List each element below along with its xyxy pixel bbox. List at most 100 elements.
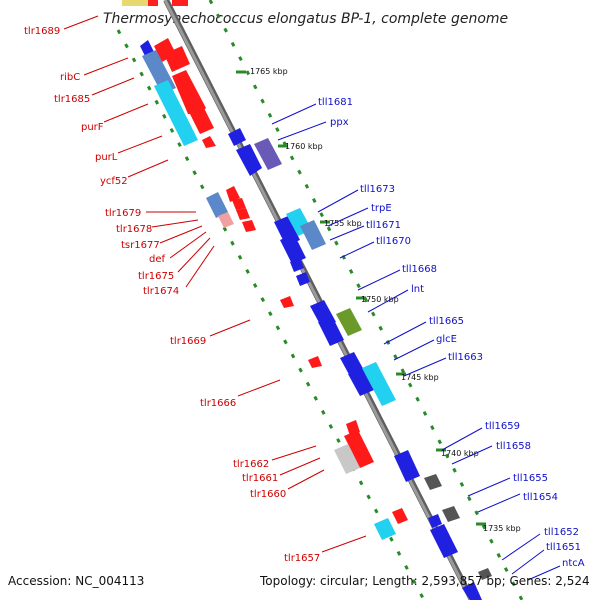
- gene-feature: [424, 474, 442, 490]
- leader-line: [127, 159, 169, 178]
- gene-feature: [226, 186, 240, 202]
- gene-label: tll1659: [485, 421, 520, 432]
- gene-feature: [430, 524, 458, 558]
- gene-feature: [362, 362, 396, 406]
- leader-line: [393, 339, 435, 361]
- gene-feature: [300, 220, 326, 250]
- gene-feature: [154, 80, 198, 146]
- leader-line: [287, 469, 325, 490]
- gene-feature: [148, 0, 158, 6]
- leader-line: [357, 269, 401, 291]
- gene-feature: [218, 212, 234, 228]
- gene-label: purL: [95, 152, 118, 163]
- leader-line: [91, 77, 135, 96]
- gene-label: tlr1685: [54, 94, 90, 105]
- leader-line: [237, 379, 281, 397]
- gene-feature: [228, 128, 246, 146]
- gene-label: ribC: [60, 72, 80, 83]
- gene-label: tll1671: [366, 220, 401, 231]
- gene-label: ppx: [330, 117, 349, 128]
- gene-feature: [280, 296, 294, 308]
- forward-gene-features: [228, 128, 492, 600]
- leader-line: [169, 231, 207, 259]
- gene-feature: [182, 92, 214, 134]
- leader-line: [339, 241, 375, 259]
- genome-title: Thermosynechococcus elongatus BP-1, comp…: [103, 11, 508, 27]
- leader-line: [451, 445, 493, 465]
- gene-label: tlr1675: [138, 271, 174, 282]
- kbp-label: 1745 kbp: [401, 373, 439, 382]
- leader-line: [103, 103, 149, 123]
- gene-feature: [232, 198, 246, 210]
- gene-feature: [308, 356, 322, 368]
- kbp-markers: 1765 kbp 1760 kbp 1755 kbp 1750 kbp 1745…: [236, 67, 521, 533]
- leader-line: [329, 225, 365, 241]
- gene-label: tll1658: [496, 441, 531, 452]
- kbp-label: 1755 kbp: [324, 219, 362, 228]
- gene-label: tlr1674: [143, 286, 179, 297]
- leader-line: [159, 225, 203, 244]
- gene-label: tsr1677: [121, 240, 160, 251]
- gene-feature: [442, 506, 460, 522]
- leader-line: [63, 15, 99, 30]
- kbp-label: 1750 kbp: [361, 295, 399, 304]
- gene-feature: [202, 136, 216, 148]
- gene-label: tll1668: [402, 264, 437, 275]
- leader-line: [527, 565, 561, 581]
- leader-line: [477, 493, 521, 513]
- gene-feature: [296, 272, 310, 286]
- leader-line: [279, 457, 321, 476]
- topology-text: Topology: circular; Length: 2,593,857 bp…: [260, 574, 590, 588]
- gene-label: tll1655: [513, 473, 548, 484]
- gene-feature: [374, 518, 396, 540]
- gene-label: tlr1660: [250, 489, 286, 500]
- guide-lines: [116, 0, 524, 600]
- gene-label: tll1663: [448, 352, 483, 363]
- gene-label: tll1681: [318, 97, 353, 108]
- gene-feature: [336, 308, 362, 336]
- reverse-gene-labels: tlr1689 ribC tlr1685 purF purL ycf52 tlr…: [24, 15, 367, 564]
- kbp-label: 1765 kbp: [250, 67, 288, 76]
- gene-feature: [394, 450, 420, 482]
- kbp-label: 1740 kbp: [441, 449, 479, 458]
- gene-feature: [254, 138, 282, 170]
- gene-label: tll1651: [546, 542, 581, 553]
- kbp-label: 1760 kbp: [285, 142, 323, 151]
- kbp-label: 1735 kbp: [483, 524, 521, 533]
- gene-label: tlr1657: [284, 553, 320, 564]
- gene-feature: [478, 568, 492, 580]
- gene-feature: [236, 144, 262, 176]
- leader-line: [367, 289, 409, 313]
- leader-line: [467, 477, 511, 497]
- gene-label: tlr1666: [200, 398, 236, 409]
- gene-feature: [334, 444, 360, 474]
- gene-feature: [242, 220, 256, 232]
- gene-label: def: [149, 254, 166, 265]
- leader-line: [117, 135, 163, 154]
- leader-line: [209, 319, 251, 337]
- genome-backbone: [163, 0, 475, 600]
- gene-label: tlr1661: [242, 473, 278, 484]
- gene-feature: [236, 208, 250, 220]
- leader-line: [403, 357, 447, 377]
- reverse-gene-features: [122, 0, 408, 540]
- leader-line: [271, 103, 317, 125]
- leader-line: [151, 219, 199, 228]
- leader-line: [511, 549, 545, 575]
- leader-line: [501, 533, 541, 561]
- leader-line: [185, 245, 215, 288]
- gene-label: tll1652: [544, 527, 579, 538]
- gene-label: ntcA: [562, 558, 585, 569]
- gene-label: lnt: [411, 284, 424, 295]
- leader-line: [327, 207, 369, 227]
- gene-label: glcE: [436, 334, 457, 345]
- gene-feature: [348, 368, 374, 396]
- gene-feature: [462, 582, 482, 600]
- gene-feature: [164, 46, 190, 72]
- gene-label: tll1665: [429, 316, 464, 327]
- leader-line: [441, 427, 483, 451]
- leader-line: [277, 121, 327, 141]
- gene-label: purF: [81, 122, 104, 133]
- gene-feature: [206, 192, 228, 218]
